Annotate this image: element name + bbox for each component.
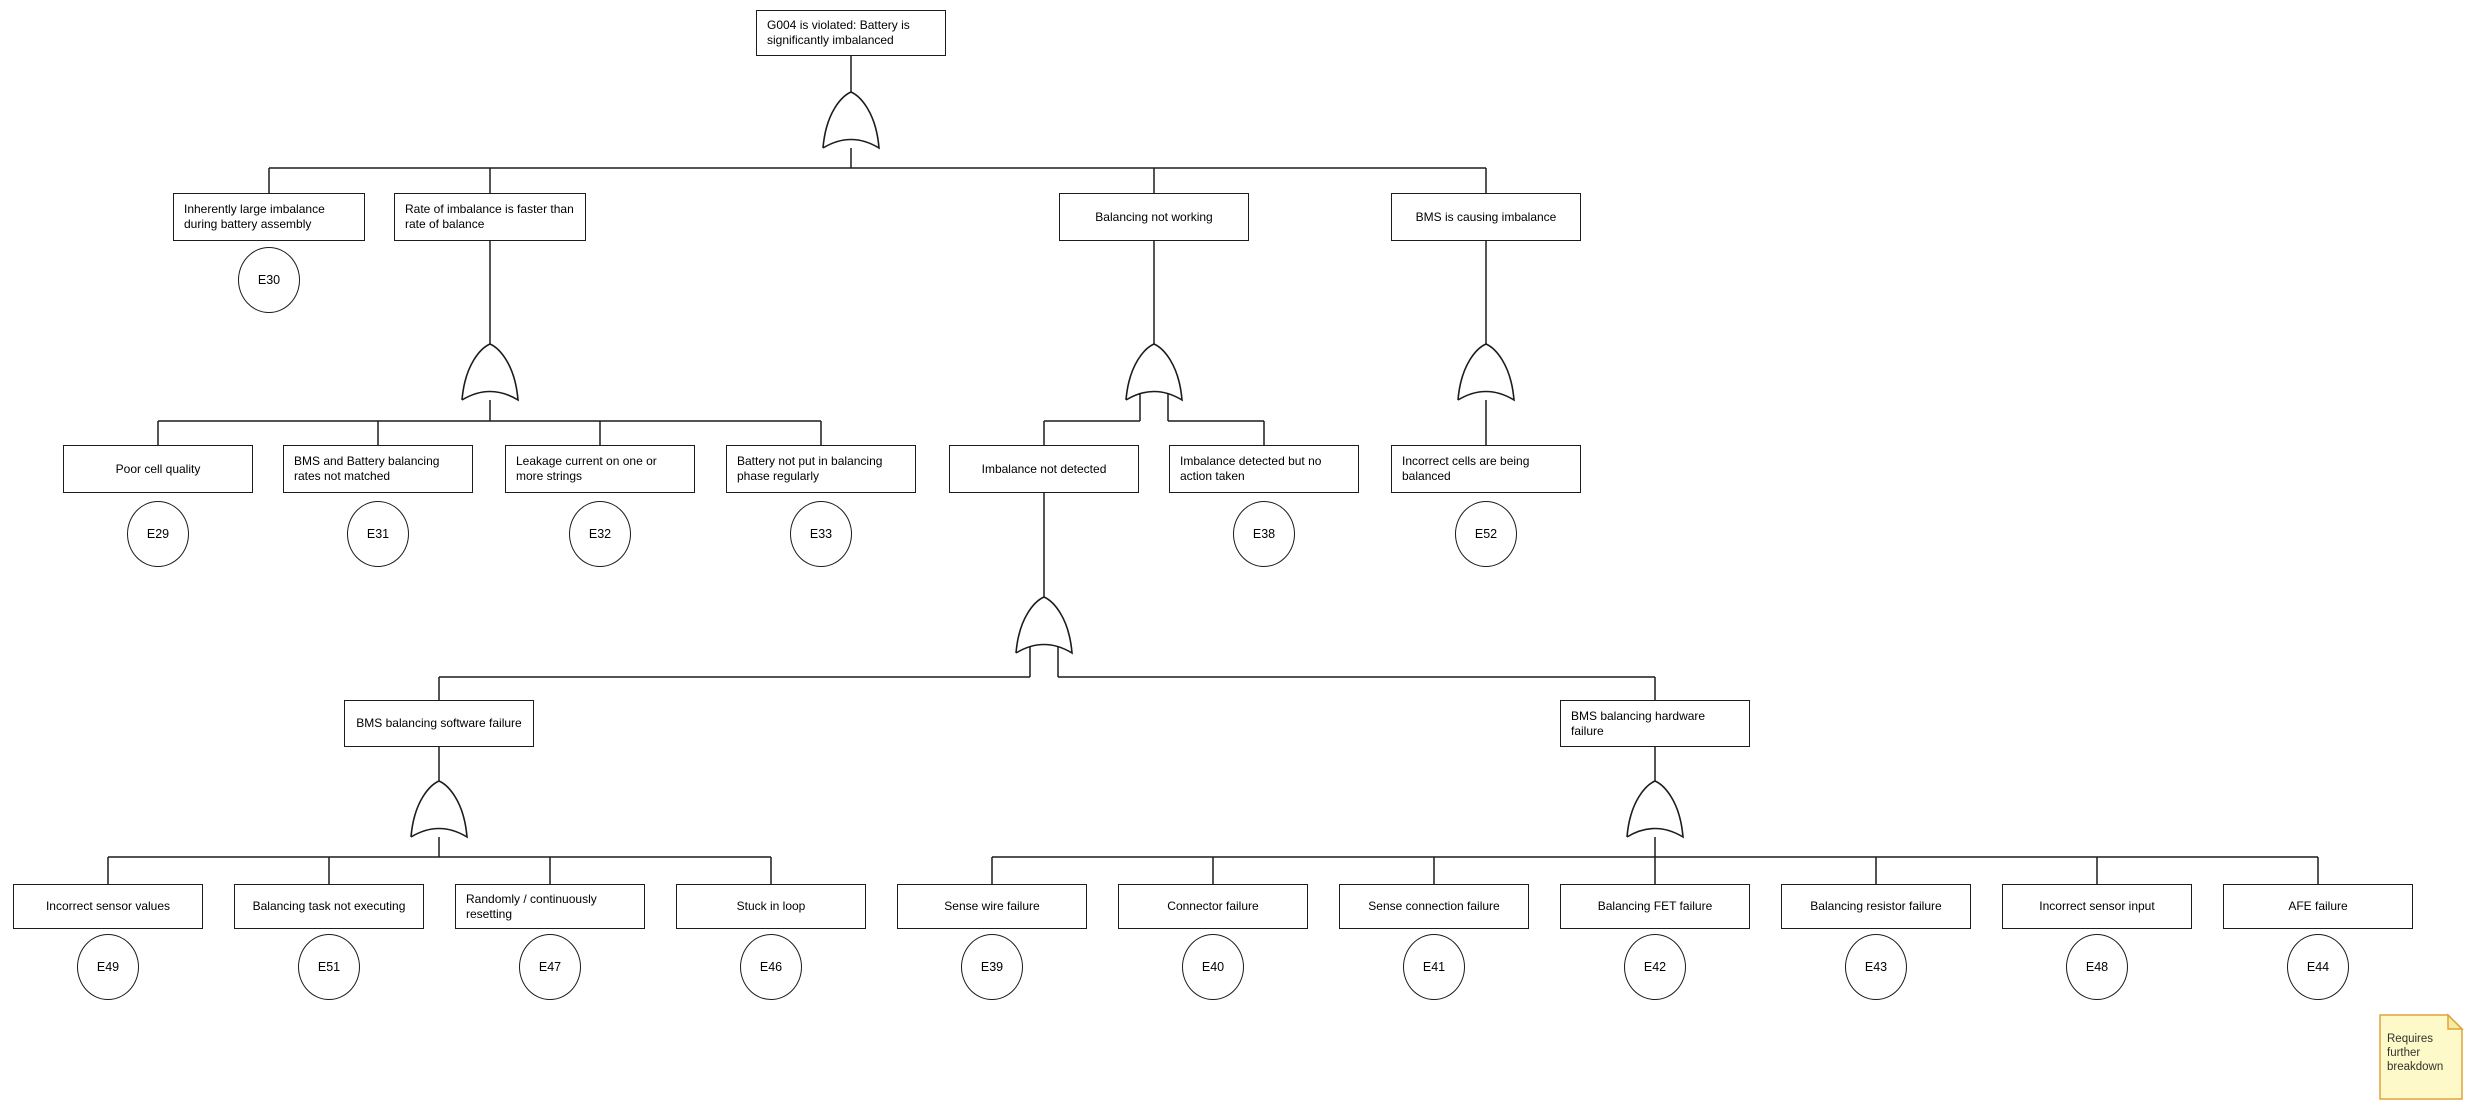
event-box-label: BMS and Battery balancing rates not matc… (294, 454, 440, 483)
event-box-random-resetting[interactable]: Randomly / continuously resetting (455, 884, 645, 929)
event-box-not-in-balancing-phase[interactable]: Battery not put in balancing phase regul… (726, 445, 916, 493)
basic-event-label: E48 (2085, 960, 2109, 974)
event-box-label: BMS balancing hardware failure (1571, 708, 1706, 738)
event-box-label: Leakage current on one or more strings (516, 454, 657, 483)
event-box-label: BMS balancing software failure (356, 716, 522, 730)
basic-event-label: E43 (1864, 960, 1888, 974)
or-gate-bms[interactable] (1457, 343, 1515, 402)
sticky-note[interactable] (2379, 1014, 2463, 1100)
event-box-inherent-imbalance[interactable]: Inherently large imbalance during batter… (173, 193, 365, 241)
or-gate-hardware[interactable] (1626, 780, 1684, 839)
event-box-label: Balancing task not executing (252, 899, 406, 913)
event-box-incorrect-cells-balanced[interactable]: Incorrect cells are being balanced (1391, 445, 1581, 493)
event-box-label: Connector failure (1167, 899, 1259, 913)
basic-event-E47[interactable]: E47 (519, 934, 581, 1000)
event-box-label: Rate of imbalance is faster than rate of… (405, 202, 574, 231)
event-box-balancing-fet-failure[interactable]: Balancing FET failure (1560, 884, 1750, 929)
event-box-label: G004 is violated: Battery is significant… (767, 18, 910, 47)
basic-event-E32[interactable]: E32 (569, 501, 631, 567)
basic-event-label: E33 (809, 527, 833, 541)
basic-event-E33[interactable]: E33 (790, 501, 852, 567)
event-box-label: Imbalance not detected (981, 461, 1107, 476)
basic-event-label: E31 (366, 527, 390, 541)
or-gate-software[interactable] (410, 780, 468, 839)
or-gate-detection[interactable] (1015, 596, 1073, 655)
event-box-sense-wire-failure[interactable]: Sense wire failure (897, 884, 1087, 929)
basic-event-label: E42 (1643, 960, 1667, 974)
event-box-label: Incorrect sensor values (45, 899, 171, 913)
or-gate-rate[interactable] (461, 343, 519, 402)
event-box-imbalance-not-detected[interactable]: Imbalance not detected (949, 445, 1139, 493)
event-box-label: Balancing FET failure (1597, 899, 1713, 913)
basic-event-label: E46 (759, 960, 783, 974)
event-box-balancing-not-working[interactable]: Balancing not working (1059, 193, 1249, 241)
event-box-bms-hardware-failure[interactable]: BMS balancing hardware failure (1560, 700, 1750, 747)
basic-event-label: E38 (1252, 527, 1276, 541)
event-box-label: Inherently large imbalance during batter… (184, 202, 325, 231)
basic-event-E29[interactable]: E29 (127, 501, 189, 567)
event-box-label: Stuck in loop (736, 899, 806, 913)
basic-event-label: E29 (146, 527, 170, 541)
basic-event-E41[interactable]: E41 (1403, 934, 1465, 1000)
basic-event-E40[interactable]: E40 (1182, 934, 1244, 1000)
basic-event-label: E30 (257, 273, 281, 287)
or-gate-top[interactable] (822, 91, 880, 150)
basic-event-label: E41 (1422, 960, 1446, 974)
event-box-balancing-resistor-failure[interactable]: Balancing resistor failure (1781, 884, 1971, 929)
basic-event-label: E51 (317, 960, 341, 974)
basic-event-E48[interactable]: E48 (2066, 934, 2128, 1000)
basic-event-label: E32 (588, 527, 612, 541)
basic-event-E46[interactable]: E46 (740, 934, 802, 1000)
event-box-g004-top[interactable]: G004 is violated: Battery is significant… (756, 10, 946, 56)
basic-event-label: E47 (538, 960, 562, 974)
event-box-label: Battery not put in balancing phase regul… (737, 454, 883, 483)
basic-event-E31[interactable]: E31 (347, 501, 409, 567)
basic-event-label: E44 (2306, 960, 2330, 974)
event-box-label: Incorrect sensor input (2039, 899, 2155, 913)
event-box-label: Balancing not working (1095, 209, 1213, 224)
event-box-stuck-in-loop[interactable]: Stuck in loop (676, 884, 866, 929)
basic-event-label: E52 (1474, 527, 1498, 541)
event-box-rate-of-imbalance[interactable]: Rate of imbalance is faster than rate of… (394, 193, 586, 241)
event-box-incorrect-sensor-input[interactable]: Incorrect sensor input (2002, 884, 2192, 929)
event-box-label: Balancing resistor failure (1810, 899, 1942, 913)
sticky-note-text: Requires further breakdown (2387, 1033, 2444, 1073)
basic-event-label: E40 (1201, 960, 1225, 974)
event-box-label: Poor cell quality (115, 461, 201, 476)
event-box-sense-connection-failure[interactable]: Sense connection failure (1339, 884, 1529, 929)
event-box-poor-cell-quality[interactable]: Poor cell quality (63, 445, 253, 493)
event-box-imbalance-no-action[interactable]: Imbalance detected but no action taken (1169, 445, 1359, 493)
event-box-label: Sense wire failure (944, 899, 1040, 913)
event-box-rates-not-matched[interactable]: BMS and Battery balancing rates not matc… (283, 445, 473, 493)
event-box-label: Imbalance detected but no action taken (1180, 454, 1322, 483)
basic-event-E43[interactable]: E43 (1845, 934, 1907, 1000)
basic-event-E42[interactable]: E42 (1624, 934, 1686, 1000)
event-box-afe-failure[interactable]: AFE failure (2223, 884, 2413, 929)
event-box-bms-causing-imbalance[interactable]: BMS is causing imbalance (1391, 193, 1581, 241)
event-box-incorrect-sensor-values[interactable]: Incorrect sensor values (13, 884, 203, 929)
basic-event-E51[interactable]: E51 (298, 934, 360, 1000)
event-box-task-not-executing[interactable]: Balancing task not executing (234, 884, 424, 929)
basic-event-E49[interactable]: E49 (77, 934, 139, 1000)
basic-event-E52[interactable]: E52 (1455, 501, 1517, 567)
basic-event-E39[interactable]: E39 (961, 934, 1023, 1000)
event-box-bms-software-failure[interactable]: BMS balancing software failure (344, 700, 534, 747)
basic-event-E44[interactable]: E44 (2287, 934, 2349, 1000)
event-box-label: BMS is causing imbalance (1415, 209, 1557, 224)
event-box-label: AFE failure (2288, 899, 2348, 913)
event-box-leakage-current[interactable]: Leakage current on one or more strings (505, 445, 695, 493)
sticky-note-fold-icon (2447, 1013, 2464, 1030)
event-box-connector-failure[interactable]: Connector failure (1118, 884, 1308, 929)
or-gate-balancing[interactable] (1125, 343, 1183, 402)
basic-event-label: E39 (980, 960, 1004, 974)
event-box-label: Sense connection failure (1368, 899, 1500, 913)
event-box-label: Incorrect cells are being balanced (1402, 454, 1530, 483)
basic-event-label: E49 (96, 960, 120, 974)
basic-event-E38[interactable]: E38 (1233, 501, 1295, 567)
basic-event-E30[interactable]: E30 (238, 247, 300, 313)
event-box-label: Randomly / continuously resetting (466, 891, 597, 921)
